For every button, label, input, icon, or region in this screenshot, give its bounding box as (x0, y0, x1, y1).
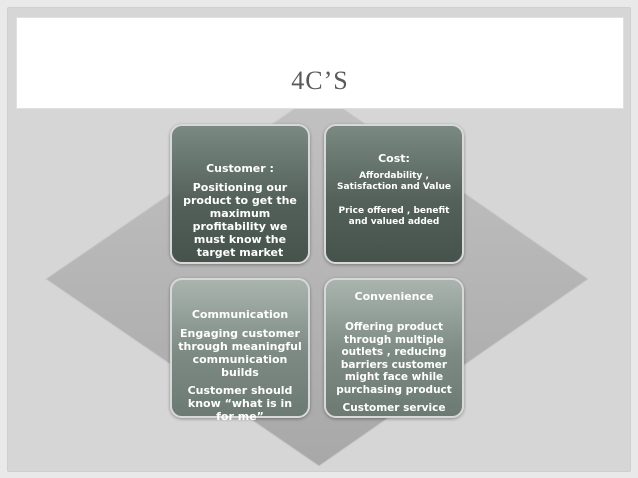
customer-box: Customer : Positioning our product to ge… (170, 124, 310, 264)
convenience-heading: Convenience (354, 290, 434, 303)
title-band: 4C’S (16, 17, 624, 109)
customer-heading: Customer : (206, 162, 274, 175)
communication-body2: Customer should know “what is in for me” (187, 384, 293, 423)
communication-heading: Communication (191, 308, 289, 321)
cost-line1: Affordability , Satisfaction and Value (337, 171, 451, 192)
convenience-footer: Customer service (342, 402, 446, 414)
convenience-body: Offering product through multiple outlet… (336, 321, 452, 396)
cost-heading: Cost: (378, 152, 410, 165)
slide-title: 4C’S (291, 66, 349, 95)
cost-box: Cost: Affordability , Satisfaction and V… (324, 124, 464, 264)
convenience-box: Convenience Offering product through mul… (324, 278, 464, 418)
communication-box: Communication Engaging customer through … (170, 278, 310, 423)
customer-body: Positioning our product to get the maxim… (183, 181, 297, 259)
cost-line2: Price offered , benefit and valued added (338, 206, 450, 227)
communication-body1: Engaging customer through meaningful com… (178, 327, 302, 379)
